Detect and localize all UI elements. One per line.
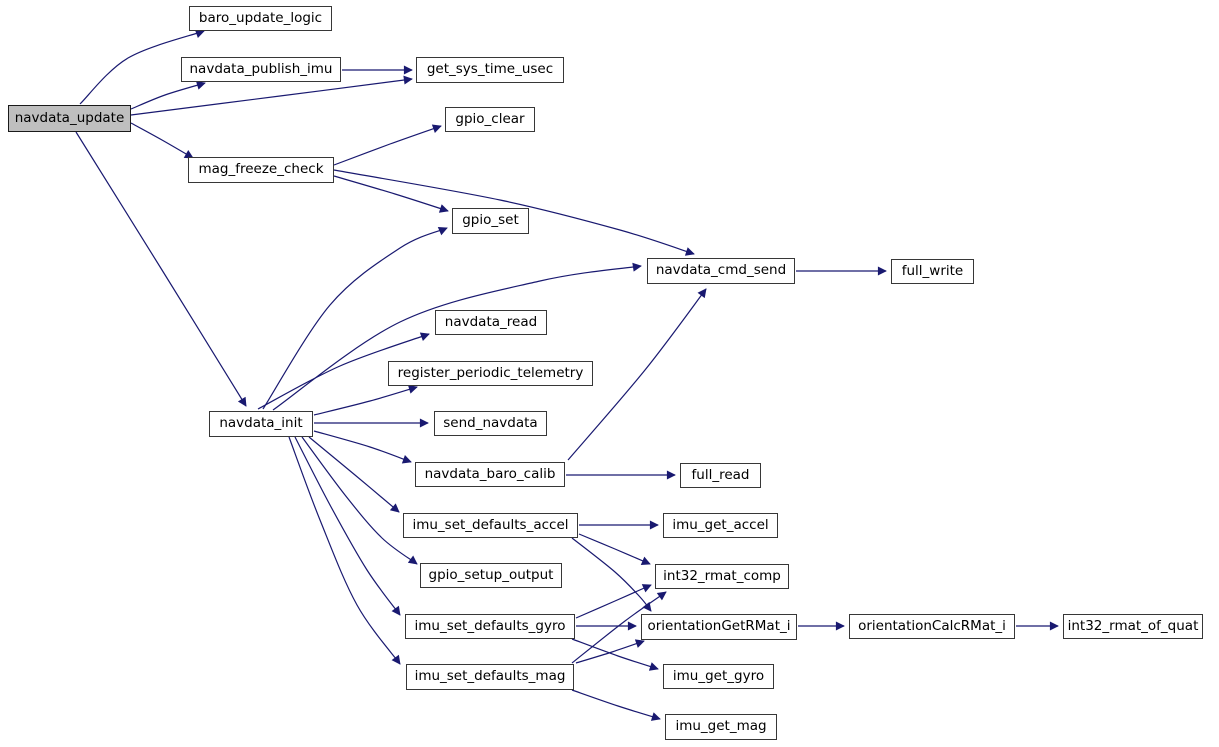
node-imu_get_mag[interactable]: imu_get_mag <box>665 714 777 740</box>
node-label: navdata_read <box>444 313 538 330</box>
edge-imu_set_defaults_mag-to-orientationGetRMat_i <box>575 639 645 664</box>
edge-navdata_init-to-navdata_read <box>257 332 430 410</box>
edge-navdata_init-to-imu_set_defaults_gyro <box>294 436 401 616</box>
node-navdata_publish_imu[interactable]: navdata_publish_imu <box>181 57 341 82</box>
node-label: imu_set_defaults_accel <box>412 516 569 533</box>
edge-navdata_init-to-register_periodic_telemetry <box>313 384 418 416</box>
edge-navdata_baro_calib-to-navdata_cmd_send <box>567 288 707 461</box>
node-label: int32_rmat_of_quat <box>1067 617 1199 634</box>
edge-navdata_init-to-gpio_setup_output <box>301 436 418 565</box>
node-navdata_init[interactable]: navdata_init <box>209 411 313 437</box>
node-label: imu_get_gyro <box>672 667 765 684</box>
node-orientationCalcRMat_i[interactable]: orientationCalcRMat_i <box>849 614 1015 639</box>
node-imu_set_defaults_gyro[interactable]: imu_set_defaults_gyro <box>405 614 575 639</box>
edge-imu_set_defaults_accel-to-orientationGetRMat_i <box>571 537 652 612</box>
edge-navdata_init-to-navdata_cmd_send <box>272 262 642 411</box>
node-label: gpio_setup_output <box>428 566 554 583</box>
node-full_write[interactable]: full_write <box>891 259 974 284</box>
node-baro_update_logic[interactable]: baro_update_logic <box>189 6 332 31</box>
node-gpio_clear[interactable]: gpio_clear <box>445 107 535 132</box>
node-int32_rmat_of_quat[interactable]: int32_rmat_of_quat <box>1063 614 1203 639</box>
edge-imu_set_defaults_mag-to-int32_rmat_comp <box>571 591 667 664</box>
node-get_sys_time_usec[interactable]: get_sys_time_usec <box>416 57 564 83</box>
node-full_read[interactable]: full_read <box>680 463 761 488</box>
node-label: imu_set_defaults_mag <box>414 668 566 685</box>
node-imu_get_gyro[interactable]: imu_get_gyro <box>663 664 774 689</box>
node-gpio_setup_output[interactable]: gpio_setup_output <box>420 563 562 588</box>
edge-navdata_update-to-mag_freeze_check <box>130 122 194 159</box>
node-label: orientationCalcRMat_i <box>858 617 1006 634</box>
node-label: register_periodic_telemetry <box>397 364 584 381</box>
edge-navdata_init-to-gpio_set <box>262 227 448 410</box>
edge-navdata_update-to-navdata_init <box>75 131 247 407</box>
node-navdata_cmd_send[interactable]: navdata_cmd_send <box>647 258 795 284</box>
edge-navdata_update-to-baro_update_logic <box>79 29 205 105</box>
node-label: int32_rmat_comp <box>663 567 781 584</box>
edge-imu_set_defaults_accel-to-int32_rmat_comp <box>578 533 651 565</box>
node-label: send_navdata <box>443 414 538 431</box>
edge-mag_freeze_check-to-gpio_clear <box>333 124 442 166</box>
node-label: orientationGetRMat_i <box>647 618 791 635</box>
node-navdata_baro_calib[interactable]: navdata_baro_calib <box>415 462 565 487</box>
node-imu_get_accel[interactable]: imu_get_accel <box>663 513 778 538</box>
node-label: navdata_init <box>219 415 303 432</box>
node-imu_set_defaults_accel[interactable]: imu_set_defaults_accel <box>403 513 578 538</box>
edge-navdata_init-to-navdata_baro_calib <box>313 430 412 464</box>
node-navdata_update[interactable]: navdata_update <box>8 105 131 132</box>
node-send_navdata[interactable]: send_navdata <box>434 411 547 436</box>
node-label: gpio_set <box>462 212 519 229</box>
node-label: mag_freeze_check <box>198 161 324 178</box>
node-label: gpio_clear <box>455 110 525 127</box>
node-label: get_sys_time_usec <box>426 61 554 78</box>
node-navdata_read[interactable]: navdata_read <box>435 310 547 335</box>
node-label: full_read <box>691 466 750 483</box>
node-label: navdata_baro_calib <box>424 465 556 482</box>
edge-imu_set_defaults_mag-to-imu_get_mag <box>571 689 661 721</box>
node-label: navdata_update <box>14 109 125 126</box>
edge-mag_freeze_check-to-gpio_set <box>333 175 449 213</box>
node-register_periodic_telemetry[interactable]: register_periodic_telemetry <box>388 361 593 386</box>
edge-mag_freeze_check-to-navdata_cmd_send <box>333 169 695 256</box>
node-label: baro_update_logic <box>198 9 323 26</box>
edge-navdata_update-to-navdata_publish_imu <box>130 81 206 110</box>
node-label: full_write <box>901 262 964 279</box>
node-imu_set_defaults_mag[interactable]: imu_set_defaults_mag <box>406 664 574 690</box>
node-label: navdata_publish_imu <box>189 60 333 77</box>
edge-navdata_update-to-get_sys_time_usec <box>130 75 413 116</box>
node-mag_freeze_check[interactable]: mag_freeze_check <box>188 157 334 183</box>
node-label: imu_set_defaults_gyro <box>414 617 566 634</box>
node-int32_rmat_comp[interactable]: int32_rmat_comp <box>655 564 789 589</box>
node-label: imu_get_mag <box>675 718 767 735</box>
edge-navdata_init-to-imu_set_defaults_mag <box>288 436 401 665</box>
node-label: navdata_cmd_send <box>655 262 787 279</box>
edge-navdata_init-to-imu_set_defaults_accel <box>308 436 400 513</box>
edge-imu_set_defaults_gyro-to-imu_get_gyro <box>571 638 659 671</box>
edge-imu_set_defaults_gyro-to-int32_rmat_comp <box>575 584 652 619</box>
node-orientationGetRMat_i[interactable]: orientationGetRMat_i <box>641 614 797 640</box>
node-label: imu_get_accel <box>672 516 769 533</box>
node-gpio_set[interactable]: gpio_set <box>452 208 529 234</box>
